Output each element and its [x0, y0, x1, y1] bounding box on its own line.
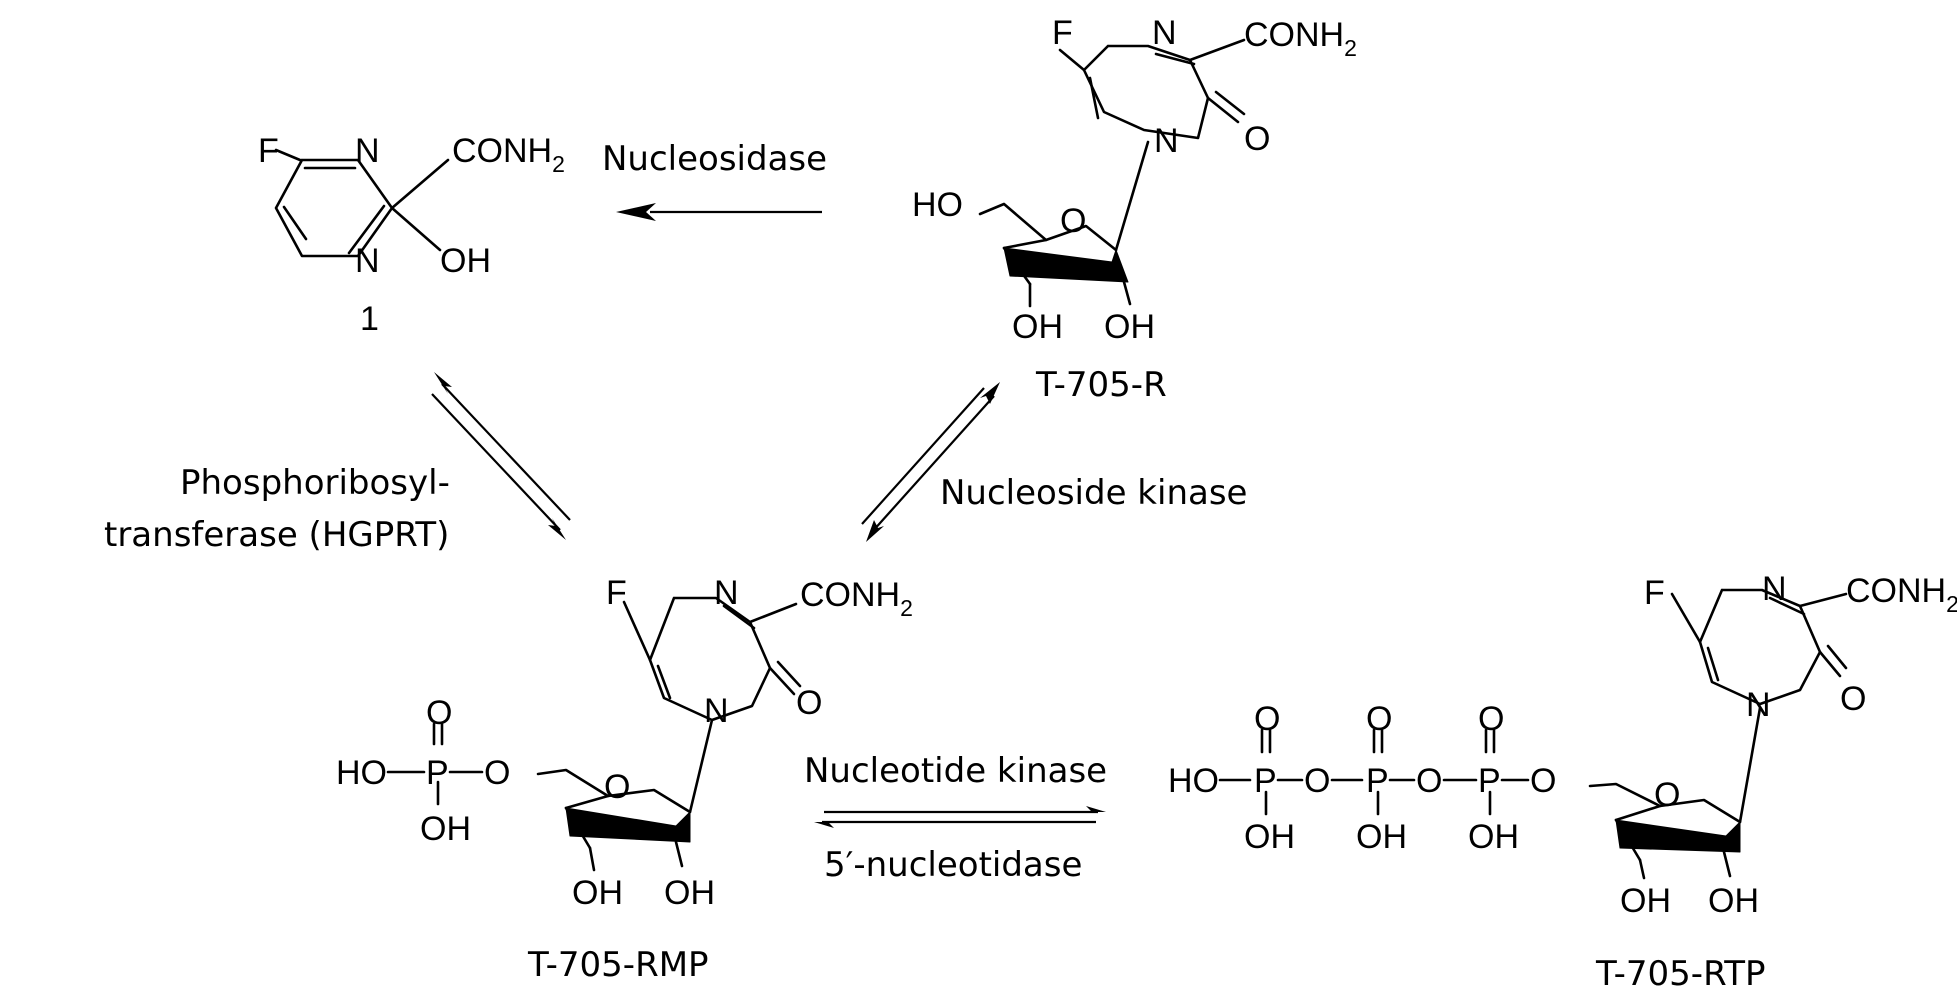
rtp-bridge-oxygen-2: O: [1416, 762, 1442, 800]
rtp-terminal-hydroxyl: HO: [1168, 762, 1219, 800]
rtp-phosphorus-alpha: P: [1478, 762, 1501, 800]
rtp-fluorine: F: [1644, 574, 1665, 612]
rtp-phosphorus-beta: P: [1366, 762, 1389, 800]
nucleoside-kinase-label: Nucleoside kinase: [940, 473, 1247, 513]
rmp-ester-oxygen: O: [484, 754, 510, 792]
rmp-ring-nitrogen: N: [704, 692, 729, 730]
rtp-carboxamide: CONH2: [1846, 572, 1957, 617]
nucleotide-kinase-label: Nucleotide kinase: [804, 751, 1107, 791]
rtp-2prime-hydroxyl: OH: [1620, 882, 1671, 920]
c1-ring-nitrogen-bottom: N: [355, 242, 380, 280]
c1-carboxamide: CONH2: [452, 132, 565, 177]
rtp-ring-nitrogen-top: N: [1762, 570, 1787, 608]
rmp-label: T-705-RMP: [527, 945, 709, 985]
rmp-3prime-hydroxyl: OH: [664, 874, 715, 912]
t705r-carboxamide: CONH2: [1244, 16, 1357, 61]
rmp-phosphate-oh: OH: [420, 810, 471, 848]
rmp-2prime-hydroxyl: OH: [572, 874, 623, 912]
t705r-ring-nitrogen: N: [1154, 122, 1179, 160]
nucleoside-kinase-equilibrium-arrow: Nucleoside kinase: [861, 382, 1247, 542]
rmp-keto-oxygen: O: [796, 684, 822, 722]
rtp-label: T-705-RTP: [1595, 954, 1766, 994]
rmp-phosphate-hydroxyl: HO: [336, 754, 387, 792]
rtp-alpha-oh: OH: [1468, 818, 1519, 856]
t705r-fluorine: F: [1052, 14, 1073, 52]
rtp-keto-oxygen: O: [1840, 680, 1866, 718]
c1-ring-nitrogen-top: N: [355, 132, 380, 170]
rtp-phosphoryl-oxygen-beta: O: [1366, 700, 1392, 738]
rtp-beta-oh: OH: [1356, 818, 1407, 856]
nucleosidase-arrow: Nucleosidase: [602, 139, 827, 221]
hgprt-label-line1: Phosphoribosyl-: [180, 463, 450, 503]
t705r-5prime-hydroxyl: HO: [912, 186, 963, 224]
nucleotide-kinase-equilibrium-arrow: Nucleotide kinase 5′-nucleotidase: [804, 751, 1107, 885]
rtp-phosphoryl-oxygen-gamma: O: [1254, 700, 1280, 738]
rmp-phosphorus: P: [426, 754, 449, 792]
rtp-ring-nitrogen: N: [1746, 686, 1771, 724]
rtp-3prime-hydroxyl: OH: [1708, 882, 1759, 920]
t705r-keto-oxygen: O: [1244, 120, 1270, 158]
rtp-ester-oxygen: O: [1530, 762, 1556, 800]
compound-t705rtp: F N N CONH2 O O HO P O P O P O O O O OH …: [1168, 570, 1957, 994]
compound-1: F N N CONH2 OH 1: [258, 132, 565, 338]
hgprt-label-line2: transferase (HGPRT): [104, 515, 449, 555]
nucleotidase-label: 5′-nucleotidase: [824, 845, 1082, 885]
rtp-gamma-oh: OH: [1244, 818, 1295, 856]
nucleosidase-label: Nucleosidase: [602, 139, 827, 179]
c1-label: 1: [360, 300, 379, 338]
rtp-ring-oxygen: O: [1654, 776, 1680, 814]
hgprt-equilibrium-arrow: Phosphoribosyl- transferase (HGPRT): [104, 372, 571, 555]
t705r-2prime-hydroxyl: OH: [1012, 308, 1063, 346]
t705r-ring-nitrogen-top: N: [1152, 14, 1177, 52]
compound-t705r: F N N CONH2 O O HO OH OH T-705-R: [912, 14, 1357, 405]
t705r-ring-oxygen: O: [1060, 202, 1086, 240]
rtp-bridge-oxygen-1: O: [1304, 762, 1330, 800]
rmp-fluorine: F: [606, 574, 627, 612]
compound-t705rmp: F N N CONH2 O O HO P O O OH OH OH T-705-…: [336, 574, 913, 985]
rtp-phosphorus-gamma: P: [1254, 762, 1277, 800]
rtp-phosphoryl-oxygen-alpha: O: [1478, 700, 1504, 738]
rmp-ring-oxygen: O: [604, 768, 630, 806]
rmp-ring-nitrogen-top: N: [714, 574, 739, 612]
rmp-carboxamide: CONH2: [800, 576, 913, 621]
t705r-3prime-hydroxyl: OH: [1104, 308, 1155, 346]
c1-hydroxyl: OH: [440, 242, 491, 280]
t705r-label: T-705-R: [1035, 365, 1167, 405]
rmp-phosphoryl-oxygen: O: [426, 694, 452, 732]
c1-fluorine: F: [258, 132, 279, 170]
